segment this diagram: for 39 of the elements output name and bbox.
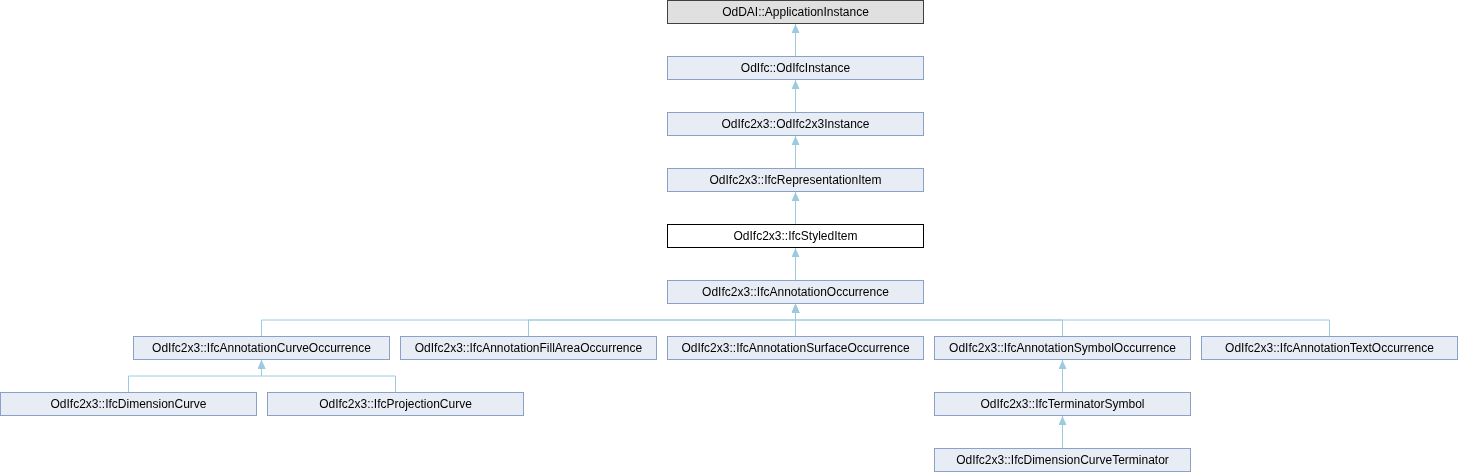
inheritance-arrow [791, 79, 800, 113]
class-box [667, 112, 924, 136]
class-name: OdIfc2x3::IfcAnnotationFillAreaOccurrence [414, 341, 643, 355]
class-name: OdIfc2x3::IfcAnnotationSymbolOccurrence [949, 341, 1176, 355]
inheritance-arrow [1058, 415, 1067, 449]
class-box [667, 0, 924, 24]
class-name: OdIfc2x3::IfcAnnotationTextOccurrence [1225, 341, 1434, 355]
class-name: OdIfc2x3::IfcDimensionCurve [50, 397, 207, 411]
class-box [667, 336, 924, 360]
class-box [133, 336, 390, 360]
class-name: OdIfc2x3::IfcAnnotationCurveOccurrence [152, 341, 371, 355]
inheritance-arrow [791, 303, 1330, 337]
class-box [667, 224, 924, 248]
class-name: OdDAI::ApplicationInstance [722, 5, 869, 19]
class-name: OdIfc2x3::IfcProjectionCurve [319, 397, 472, 411]
class-name: OdIfc2x3::IfcStyledItem [733, 229, 858, 243]
inheritance-arrow [791, 135, 800, 169]
class-name: OdIfc2x3::IfcRepresentationItem [709, 173, 882, 187]
inheritance-arrow [1058, 359, 1067, 393]
class-box [934, 392, 1191, 416]
class-name: OdIfc::OdIfcInstance [740, 61, 851, 75]
class-box [934, 336, 1191, 360]
class-box [0, 392, 257, 416]
inheritance-arrow [791, 191, 800, 225]
class-box [667, 168, 924, 192]
class-box [667, 56, 924, 80]
class-name: OdIfc2x3::IfcAnnotationOccurrence [702, 285, 889, 299]
class-name: OdIfc2x3::IfcAnnotationSurfaceOccurrence [681, 341, 910, 355]
class-name: OdIfc2x3::IfcTerminatorSymbol [980, 397, 1145, 411]
class-box [400, 336, 657, 360]
class-name: OdIfc2x3::OdIfc2x3Instance [721, 117, 870, 131]
class-box [667, 280, 924, 304]
class-box [934, 448, 1191, 472]
class-box [267, 392, 524, 416]
class-box [1201, 336, 1458, 360]
inheritance-arrow [257, 359, 396, 393]
inheritance-arrow [791, 23, 800, 57]
inheritance-arrow [791, 247, 800, 281]
class-name: OdIfc2x3::IfcDimensionCurveTerminator [956, 453, 1169, 467]
